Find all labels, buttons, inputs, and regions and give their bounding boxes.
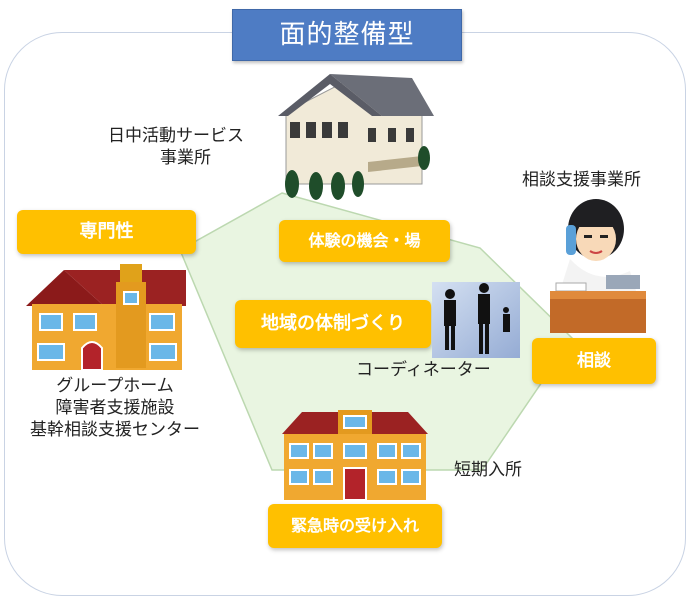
pill-emergency-acceptance: 緊急時の受け入れ	[268, 504, 442, 548]
daytime-label-line1: 日中活動サービス	[108, 126, 244, 146]
group-label-line3: 基幹相談支援センター	[30, 420, 200, 440]
daytime-facility-building	[278, 74, 434, 200]
group-label-line2: 障害者支援施設	[55, 398, 175, 418]
pill-regional-system: 地域の体制づくり	[235, 300, 431, 348]
coordinator-people-image	[432, 282, 520, 358]
daytime-label-line2: 事業所	[160, 148, 211, 168]
group-label-line1: グループホーム	[56, 376, 174, 396]
pill-consultation: 相談	[532, 338, 656, 384]
page-title: 面的整備型	[232, 9, 462, 61]
group-home-building	[26, 264, 186, 371]
consultant-at-desk-image	[550, 199, 646, 333]
consult-office-label: 相談支援事業所	[522, 170, 641, 190]
short-stay-label: 短期入所	[454, 460, 522, 480]
coordinator-label: コーディネーター	[356, 360, 491, 380]
short-stay-building	[282, 410, 428, 501]
pill-expertise: 専門性	[17, 210, 196, 254]
pill-experience: 体験の機会・場	[279, 220, 450, 262]
